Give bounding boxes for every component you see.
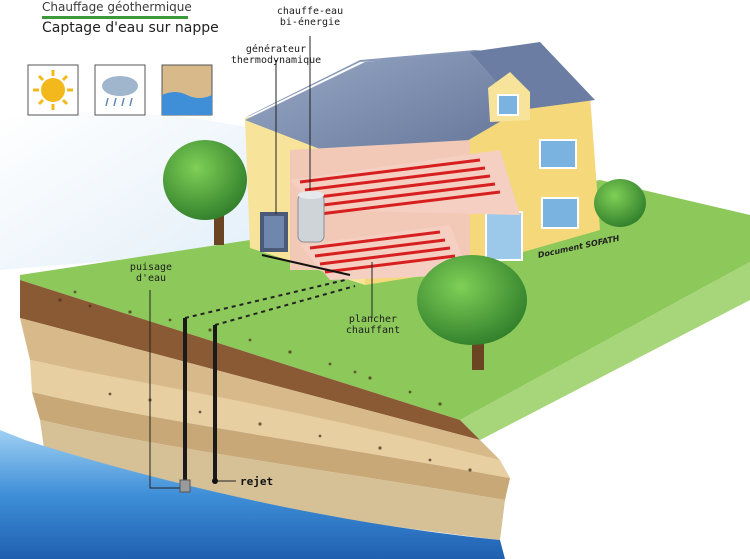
label-generateur: générateur thermodynamique (230, 44, 322, 66)
floor-lower (300, 225, 470, 280)
glass-door (485, 211, 523, 261)
label-generateur-line-2: thermodynamique (230, 55, 322, 66)
dormer-window (497, 94, 519, 116)
gravel-dots (58, 290, 472, 472)
underfloor-heating-pipes (299, 158, 501, 274)
label-puisage: puisage d'eau (125, 262, 177, 284)
deep-layer (40, 420, 505, 540)
label-chauffe-eau-line-2: bi-énergie (279, 17, 341, 28)
page-subtitle: Captage d'eau sur nappe (42, 20, 219, 36)
label-plancher: plancher chauffant (342, 314, 404, 336)
label-plancher-line-2: chauffant (345, 325, 401, 336)
dotted-link-1 (184, 279, 346, 319)
leader-lines (149, 36, 373, 489)
upper-window (539, 139, 577, 169)
label-rejet: rejet (240, 475, 274, 488)
grass-surface (20, 180, 750, 420)
tree-right (417, 255, 527, 370)
sand-layer (20, 318, 500, 460)
roof-right (470, 42, 595, 110)
water-table-icon (161, 64, 213, 116)
label-puisage-line-1: puisage (129, 262, 173, 273)
lower-window (541, 197, 579, 229)
hedge (594, 179, 646, 227)
page-title: Chauffage géothermique (42, 0, 192, 14)
rejet-point (212, 478, 218, 484)
label-generateur-line-1: générateur (245, 44, 307, 55)
water-heater-top (298, 191, 324, 199)
title-underline (42, 16, 188, 19)
submersible-pump (179, 479, 191, 493)
label-puisage-line-2: d'eau (135, 273, 167, 284)
water-heater-tank (297, 193, 325, 243)
water-table (0, 430, 505, 559)
house (245, 42, 600, 285)
house-pipe-black (261, 254, 351, 276)
topsoil (20, 280, 480, 440)
floor-upper (290, 150, 520, 215)
tree-left (163, 140, 247, 245)
gravel-layer (32, 392, 510, 500)
well-pipes (179, 279, 356, 493)
grass-shade (460, 262, 750, 440)
rain-cloud-icon (94, 64, 146, 116)
heat-pump-face (264, 216, 284, 248)
label-plancher-line-1: plancher (348, 314, 398, 325)
dotted-link-2 (214, 285, 356, 326)
label-chauffe-eau: chauffe-eau bi-énergie (275, 6, 345, 28)
roof (245, 50, 590, 118)
label-chauffe-eau-line-1: chauffe-eau (276, 6, 344, 17)
sun-icon (27, 64, 79, 116)
